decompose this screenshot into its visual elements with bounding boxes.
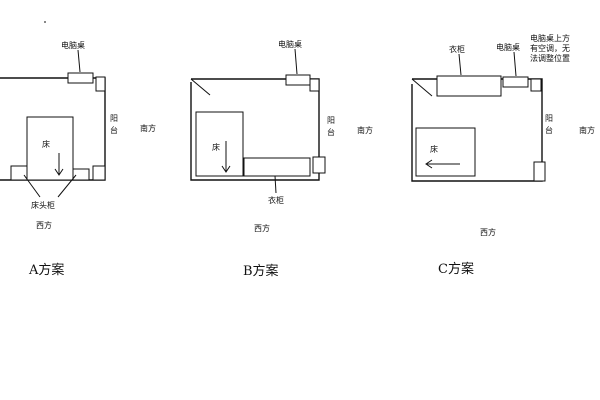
plan-a-nightstand-pointer-left xyxy=(23,174,41,198)
plan-b-balcony-char-1: 阳 xyxy=(327,116,335,125)
plan-b-computer-desk xyxy=(285,74,311,86)
plan-a-nightstand-left xyxy=(10,165,28,181)
plan-a: 电脑桌 阳 台 南方 床 床头柜 西方 A方案 xyxy=(0,40,156,278)
plan-c-door-swing xyxy=(411,78,433,97)
plan-a-bed-arrow-head xyxy=(54,168,64,176)
plan-b-wardrobe-label: 衣柜 xyxy=(268,195,284,205)
plan-b-bed xyxy=(195,111,244,177)
plan-b-corner-block-bottom xyxy=(312,156,326,174)
plan-c-bed-label: 床 xyxy=(430,144,438,154)
plan-b-desk-pointer xyxy=(294,48,298,75)
plan-c-note-line-3: 法调整位置 xyxy=(530,53,570,63)
plan-c-wardrobe xyxy=(436,75,502,97)
plan-a-nightstand-right xyxy=(72,168,90,181)
plan-a-bed xyxy=(26,116,74,181)
plan-c-bed xyxy=(415,127,476,177)
plan-b-west-label: 西方 xyxy=(254,223,270,233)
plan-b-bed-label: 床 xyxy=(212,142,220,152)
plan-c-caption: C方案 xyxy=(438,261,474,277)
plan-c-balcony-char-1: 阳 xyxy=(545,114,553,123)
plan-c-south-label: 南方 xyxy=(579,125,595,135)
plan-a-corner-block xyxy=(95,76,106,92)
plan-a-south-label: 南方 xyxy=(140,123,156,133)
plan-b-balcony-char-2: 台 xyxy=(327,127,335,137)
plan-c-desk-pointer xyxy=(513,51,517,77)
plan-c-computer-desk xyxy=(502,76,529,88)
plan-c-corner-block xyxy=(530,78,542,92)
plan-b-room-outline xyxy=(190,78,320,181)
plan-b-door-swing xyxy=(190,78,211,96)
plan-a-bed-label: 床 xyxy=(42,139,50,149)
plan-c-corner-block-bottom xyxy=(533,161,546,182)
plan-b-caption: B方案 xyxy=(243,263,279,279)
plan-c-bed-arrow-head xyxy=(425,159,433,169)
plan-a-nightstand-label: 床头柜 xyxy=(31,200,55,210)
plan-a-computer-desk xyxy=(67,72,94,84)
plan-a-west-label: 西方 xyxy=(36,220,52,230)
plan-a-balcony-char-2: 台 xyxy=(110,125,118,135)
plan-b: 电脑桌 阳 台 南方 床 衣柜 西方 B方案 xyxy=(190,39,373,279)
plan-c-note-line-1: 电脑桌上方 xyxy=(530,33,570,43)
plan-c-note-line-2: 有空调，无 xyxy=(530,43,570,53)
plan-c-wardrobe-pointer xyxy=(458,53,462,76)
plan-b-computer-desk-label: 电脑桌 xyxy=(278,39,302,49)
plan-b-wardrobe-pointer xyxy=(274,175,277,194)
plan-b-wardrobe xyxy=(243,157,311,177)
plan-c: 衣柜 电脑桌 电脑桌上方 有空调，无 法调整位置 阳 台 南方 床 西方 C方案 xyxy=(411,33,595,277)
plan-a-corner-block-bottom xyxy=(92,165,106,181)
plan-b-corner-block xyxy=(309,78,320,92)
plan-a-desk-pointer xyxy=(77,49,81,73)
plan-a-balcony-char-1: 阳 xyxy=(110,114,118,123)
plan-b-bed-arrow-head xyxy=(221,165,231,173)
plan-c-balcony-char-2: 台 xyxy=(545,125,553,135)
plan-a-nightstand-pointer-right xyxy=(57,174,77,198)
plan-b-south-label: 南方 xyxy=(357,125,373,135)
plan-c-wardrobe-label: 衣柜 xyxy=(449,44,465,54)
plan-a-computer-desk-label: 电脑桌 xyxy=(61,40,85,50)
plan-c-west-label: 西方 xyxy=(480,227,496,237)
plan-a-caption: A方案 xyxy=(28,262,64,278)
plan-c-computer-desk-label: 电脑桌 xyxy=(496,42,520,52)
